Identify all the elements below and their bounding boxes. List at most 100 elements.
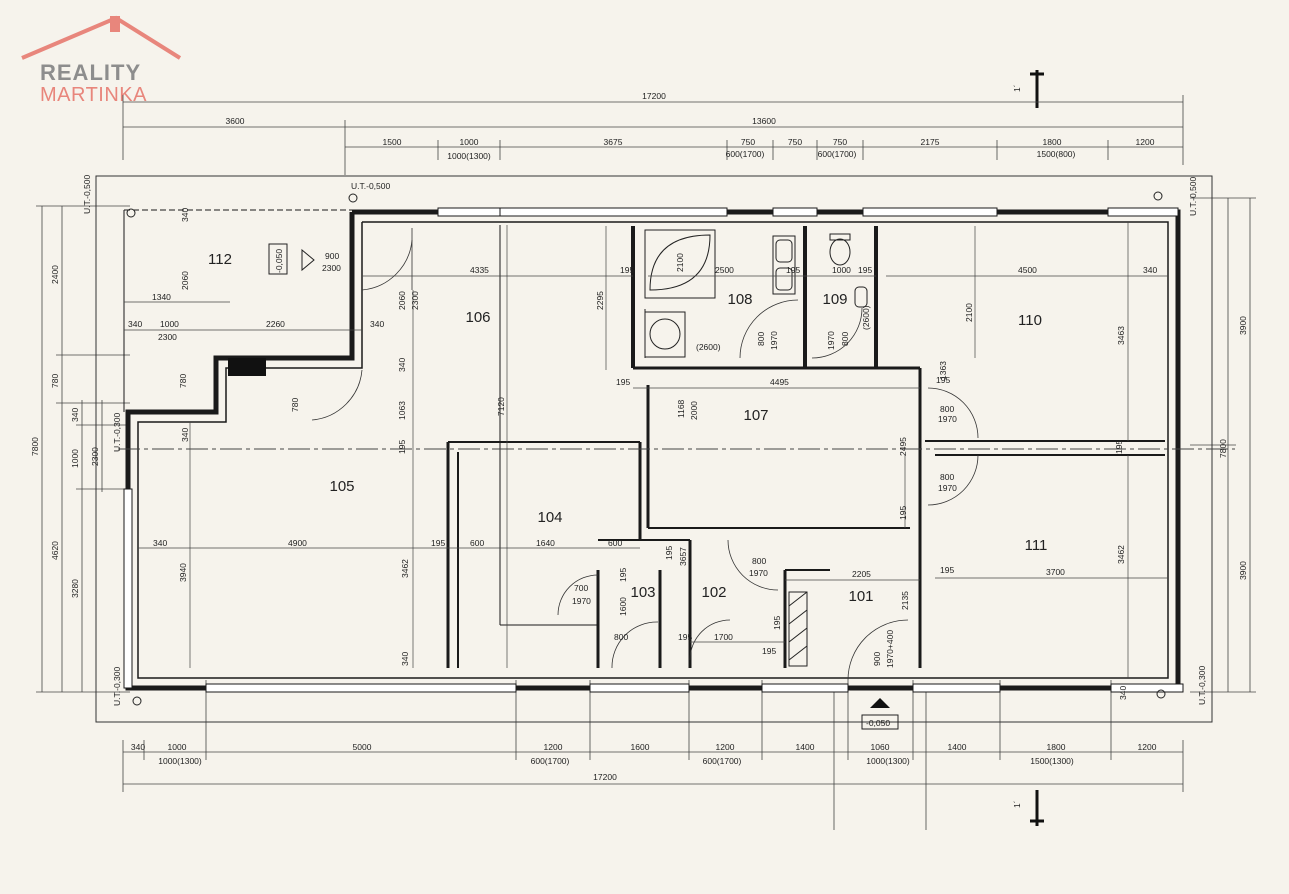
dim-i1970b: 1970 — [826, 331, 836, 350]
dim-i1168: 1168 — [676, 399, 686, 418]
dim-bot-1600: 1600 — [631, 742, 650, 752]
dim-i1363: 1363 — [938, 361, 948, 380]
logo-line1: REALITY — [40, 60, 141, 85]
dim-left-7800: 7800 — [30, 437, 40, 456]
dim-i2300a: 2300 — [158, 332, 177, 342]
reality-martinka-logo: REALITY MARTINKA — [21, 15, 182, 106]
room-101: 101 — [848, 588, 873, 605]
dim-i2295: 2295 — [595, 291, 605, 310]
dim-i340e: 340 — [397, 358, 407, 372]
level-ut-bl: U.T.-0,300 — [112, 667, 122, 706]
dim-i4500: 4500 — [1018, 265, 1037, 275]
level-112: -0,050 — [274, 249, 284, 273]
dim-bot-1200c: 1200 — [1138, 742, 1157, 752]
room-labels: 112 106 108 109 110 107 105 104 103 102 … — [208, 251, 1047, 605]
dim-i2260: 2260 — [266, 319, 285, 329]
logo-line2: MARTINKA — [40, 84, 147, 106]
dim-bot-1060: 1060 — [871, 742, 890, 752]
dim-i800b: 800 — [840, 332, 850, 346]
dim-i1970f: 1970 — [572, 596, 591, 606]
dim-i700: 700 — [574, 583, 588, 593]
dim-i2300c: 2300 — [410, 291, 420, 310]
dim-right-3900b: 3900 — [1238, 561, 1248, 580]
dim-i3463: 3463 — [1116, 326, 1126, 345]
corner-markers — [126, 191, 1166, 706]
side-dimension-texts: 2400 780 340 1000 2300 4620 3280 7800 39… — [30, 265, 1248, 598]
dim-i3657: 3657 — [678, 547, 688, 566]
dim-i3462a: 3462 — [400, 559, 410, 578]
windows — [123, 207, 1184, 693]
dim-i600a: 600 — [470, 538, 484, 548]
dim-i1340: 1340 — [152, 292, 171, 302]
bathroom-fixtures — [644, 229, 868, 358]
dim-left-2400: 2400 — [50, 265, 60, 284]
dim-i1970d: 1970 — [938, 483, 957, 493]
dim-top-750a: 750 — [741, 137, 755, 147]
dim-i340f: 340 — [180, 428, 190, 442]
dim-left-1000: 1000 — [70, 449, 80, 468]
dim-i340c: 340 — [370, 319, 384, 329]
level-ut-br: U.T.-0,300 — [1197, 666, 1207, 705]
door-swings — [311, 228, 979, 681]
level-ut-ml: U.T.-0,300 — [112, 413, 122, 452]
dim-i340g: 340 — [153, 538, 167, 548]
dim-top-3675: 3675 — [604, 137, 623, 147]
dim-i195j: 195 — [618, 568, 628, 582]
dim-i195n: 195 — [762, 646, 776, 656]
dim-bot-600-1700b: 600(1700) — [703, 756, 742, 766]
entrance-level-box — [861, 714, 899, 730]
dim-i900a: 900 — [325, 251, 339, 261]
dim-i1970a: 1970 — [769, 331, 779, 350]
dim-top-600-1700b: 600(1700) — [818, 149, 857, 159]
dim-bot-1500-1300: 1500(1300) — [1030, 756, 1074, 766]
dim-left-340: 340 — [70, 408, 80, 422]
section-marker-bottom — [1030, 790, 1044, 826]
stair — [788, 591, 808, 667]
dim-i2060b: 2060 — [397, 291, 407, 310]
dim-i195g: 195 — [1114, 440, 1124, 454]
dim-top-2175: 2175 — [921, 137, 940, 147]
dim-top-total: 17200 — [642, 91, 666, 101]
level-ut-top: U.T.-0,500 — [351, 181, 390, 191]
level-labels: U.T.-0,500 U.T.-0,500 U.T.-0,500 U.T.-0,… — [82, 175, 1207, 728]
room-112: 112 — [208, 251, 232, 268]
dim-top-1000: 1000 — [460, 137, 479, 147]
dim-left-3280: 3280 — [70, 579, 80, 598]
dim-i4495: 4495 — [770, 377, 789, 387]
dim-top-1200: 1200 — [1136, 137, 1155, 147]
dim-i195f: 195 — [397, 440, 407, 454]
bottom-dimension-texts: 340 1000 1000(1300) 5000 1200 600(1700) … — [131, 742, 1157, 782]
dim-i780b: 780 — [290, 398, 300, 412]
dim-bot-1000: 1000 — [168, 742, 187, 752]
dim-i900b: 900 — [872, 652, 882, 666]
walls — [123, 209, 1181, 691]
dim-i195k: 195 — [664, 546, 674, 560]
dim-i780a: 780 — [178, 374, 188, 388]
dim-i2000: 2000 — [689, 401, 699, 420]
dim-i800a: 800 — [756, 332, 766, 346]
room-105: 105 — [329, 478, 354, 495]
dim-i195d: 195 — [616, 377, 630, 387]
dim-i600b: 600 — [608, 538, 622, 548]
level-entrance: -0,050 — [866, 718, 890, 728]
dim-i800f: 800 — [614, 632, 628, 642]
dim-top-1500-800: 1500(800) — [1037, 149, 1076, 159]
dim-i2060a: 2060 — [180, 271, 190, 290]
dim-left-4620: 4620 — [50, 541, 60, 560]
level-box-112 — [268, 243, 288, 275]
dim-i1970e: 1970 — [749, 568, 768, 578]
section-label-top: 1´ — [1012, 84, 1022, 92]
dim-i2100b: 2100 — [964, 303, 974, 322]
top-dimension-texts: 17200 3600 13600 1500 1000 1000(1300) 36… — [226, 91, 1155, 161]
dim-i340i: 340 — [1118, 686, 1128, 700]
dim-i2495: 2495 — [898, 437, 908, 456]
dim-i1063: 1063 — [397, 401, 407, 420]
dim-i3700: 3700 — [1046, 567, 1065, 577]
dim-bot-600-1700a: 600(1700) — [531, 756, 570, 766]
top-dimension-lines — [122, 95, 1184, 175]
dim-bot-5000: 5000 — [353, 742, 372, 752]
dim-i1000b: 1000 — [832, 265, 851, 275]
level-triangle-112 — [301, 248, 315, 272]
dim-bot-1200a: 1200 — [544, 742, 563, 752]
